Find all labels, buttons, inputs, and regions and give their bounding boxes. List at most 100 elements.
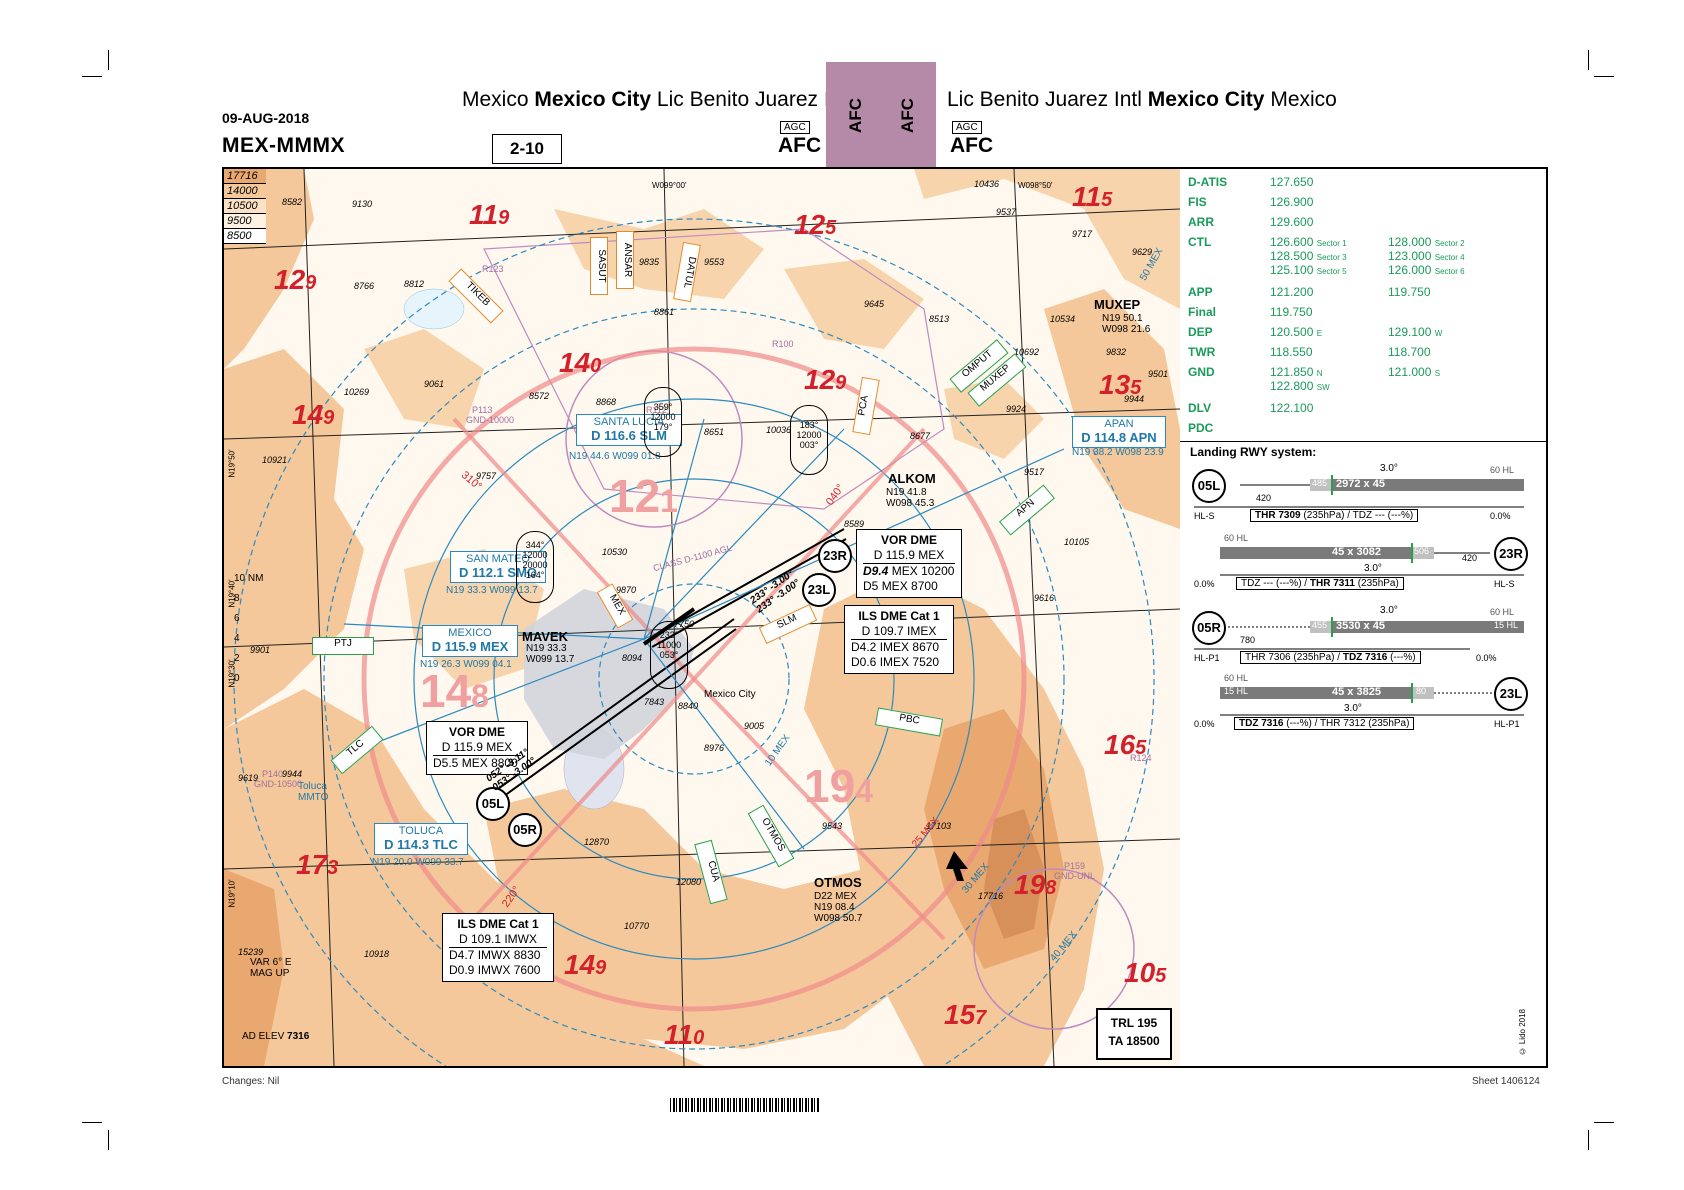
runway-bar [1220, 547, 1434, 559]
barcode [670, 1098, 820, 1112]
runway-23r-marker[interactable]: 23R [818, 539, 852, 573]
lighting: HL-S [1194, 511, 1215, 521]
grid-line [224, 208, 1180, 250]
dme-ring [233, 218, 1155, 1066]
ils-dme-box-05r: ILS DME Cat 1 D 109.1 IMWX D4.7 IMWX 883… [442, 913, 554, 982]
navaid-toluca[interactable]: TOLUCA D 114.3 TLC [374, 823, 468, 855]
mora-value: 129 [274, 264, 317, 295]
legend-row: 14000 [224, 184, 266, 199]
hl-label: 60 HL [1224, 673, 1249, 683]
runway-diagrams [1194, 475, 1524, 716]
runway-05l-marker[interactable]: 05L [476, 787, 510, 821]
spot-elevation: 7750 [674, 619, 695, 629]
chart-title-right: Lic Benito Juarez Intl Mexico City Mexic… [947, 88, 1337, 112]
route-arrow-ansar[interactable]: ANSAR [616, 231, 634, 289]
spot-elevation: 8868 [596, 397, 617, 407]
mora-value: 165 [1104, 729, 1147, 760]
spot-elevation: 9757 [476, 471, 497, 481]
displaced-length: 80 [1416, 686, 1427, 696]
displaced-length: 455 [1312, 620, 1328, 630]
crop-mark [108, 50, 109, 70]
country: Mexico [462, 88, 529, 111]
latitude-label: N19°50' [227, 449, 237, 478]
infobox-row: D4.2 IMEX 8670 [851, 640, 940, 654]
mora-value: 149 [564, 949, 607, 980]
scale-title: 10 NM [234, 573, 264, 584]
grid-line [663, 169, 685, 1066]
route-arrow-sasut[interactable]: SASUT [590, 237, 608, 295]
thr-info: THR 7306 (235hPa) / TDZ 7316 (---%) [1240, 651, 1421, 664]
spot-elevation: 9944 [282, 769, 303, 779]
mora-value: 135 [1099, 369, 1142, 400]
runway-05l-circle: 05L [1192, 469, 1226, 503]
dme-ring [323, 308, 1065, 1050]
lighting: HL-S [1494, 579, 1515, 589]
spot-elevation: 9005 [744, 721, 765, 731]
altitude-legend: 17716 14000 10500 9500 8500 [224, 169, 266, 244]
pct: 0.0% [1194, 719, 1215, 729]
spot-elevation: 7843 [644, 697, 665, 707]
infobox-row: D0.6 IMEX 7520 [851, 655, 940, 669]
lighting: HL-P1 [1194, 653, 1220, 663]
airspace-label: R112 [646, 405, 667, 415]
spot-elevation: 8976 [704, 743, 725, 753]
navaid-apan[interactable]: APAN D 114.8 APN [1072, 416, 1166, 448]
terrain-layer [224, 169, 1180, 1066]
spot-elevation: 9901 [250, 645, 271, 655]
runway-bar [1310, 479, 1524, 491]
msa-ring [361, 346, 1027, 1012]
spot-elevation: 15239 [238, 947, 264, 957]
legend-row: 17716 [224, 169, 266, 184]
scale-tick: 4 [234, 633, 240, 644]
chart-date: 09-AUG-2018 [222, 110, 310, 126]
msa-sector-line [692, 677, 946, 941]
approach-track [648, 528, 845, 640]
route-arrow-ptj[interactable]: PTJ [312, 637, 374, 655]
spot-elevation: 9835 [639, 257, 660, 267]
displaced-length: 485 [1312, 478, 1328, 488]
spot-elevation: 9870 [616, 585, 637, 595]
page-number: 2-10 [492, 134, 562, 164]
runway-05r-marker[interactable]: 05R [508, 813, 542, 847]
longitude-label: W099°00' [652, 181, 687, 190]
fix-alkom[interactable]: ALKOM [888, 471, 936, 486]
runway-dims: 45 x 3825 [1332, 686, 1381, 698]
airport-name: Lic Benito Juarez Intl [656, 88, 852, 111]
displaced-threshold [1412, 687, 1434, 699]
latitude-label: N19°10' [227, 879, 237, 908]
terrain-shading [364, 329, 484, 429]
city: Mexico City [1147, 88, 1265, 111]
airspace-label: R100 [772, 339, 794, 349]
terrain-shading [984, 809, 1044, 939]
distance-scale: 10 NM 8 6 4 2 0 [234, 569, 263, 689]
crop-mark [82, 76, 102, 77]
hl-label-2: 15 HL [1224, 686, 1249, 696]
fix-mavek[interactable]: MAVEK [522, 629, 568, 644]
fix-otmos[interactable]: OTMOS [814, 875, 862, 890]
runway-dims: 2972 x 45 [1336, 478, 1385, 490]
approach-length: 420 [1256, 493, 1272, 503]
grid-line [1013, 169, 1055, 1066]
spot-elevation: 9543 [822, 821, 843, 831]
runway-23l-marker[interactable]: 23L [802, 573, 836, 607]
airspace-label: P140 [262, 769, 284, 779]
runway-dims: 3530 x 45 [1336, 620, 1385, 632]
navaid-mexico[interactable]: MEXICO D 115.9 MEX [422, 625, 518, 657]
airspace-label: GND-10000 [466, 415, 515, 425]
msa-sector-line [692, 427, 926, 681]
airspace-label: R123 [482, 264, 504, 274]
navaid-san-mateo[interactable]: SAN MATEO D 112.1 SMO [450, 551, 546, 583]
dme-ring [493, 478, 895, 880]
fix-muxep[interactable]: MUXEP [1094, 297, 1141, 312]
spot-elevation: 9629 [1132, 247, 1153, 257]
spot-elevation: 12870 [584, 837, 610, 847]
pct: 0.0% [1490, 511, 1511, 521]
airway [333, 638, 645, 760]
ils-dme-box-23l: ILS DME Cat 1 D 109.7 IMEX D4.2 IMEX 867… [844, 605, 954, 674]
